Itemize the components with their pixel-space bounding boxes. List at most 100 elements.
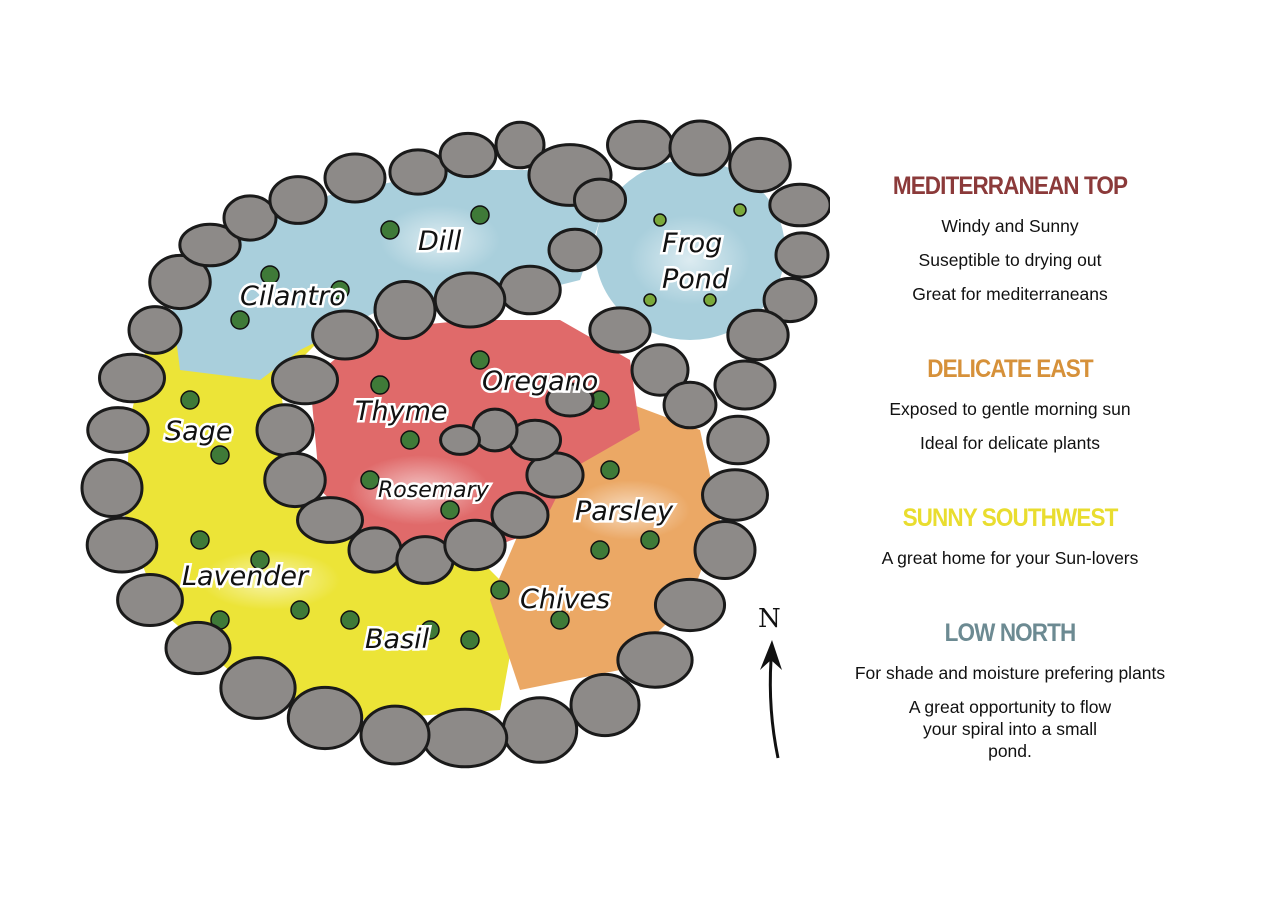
north-arrow: N [758, 604, 782, 759]
legend-title: MEDITERRANEAN TOP [892, 172, 1128, 200]
stone [588, 306, 652, 354]
stone [572, 177, 628, 223]
plant-sprig [470, 350, 490, 370]
legend-line: Suseptible to drying out [918, 250, 1102, 270]
plant-sprig [733, 203, 747, 217]
stone [421, 707, 509, 769]
stone [98, 352, 166, 404]
stone [498, 264, 562, 316]
plant-sprig [290, 600, 310, 620]
plant-sprig [420, 620, 440, 640]
stone [116, 573, 184, 627]
stone [178, 222, 242, 268]
stone [726, 308, 790, 362]
label-parsley: Parsley [575, 496, 674, 527]
plant-sprig [180, 390, 200, 410]
legend-line: A great opportunity to flow your spiral … [908, 697, 1112, 761]
stone [263, 451, 327, 509]
stone [438, 131, 498, 179]
stone [545, 382, 595, 418]
legend-line: Ideal for delicate plants [920, 433, 1100, 453]
label-rosemary: Rosemary [378, 478, 490, 503]
stone [373, 280, 437, 340]
stone [296, 496, 364, 544]
stone [85, 516, 159, 574]
legend-title: SUNNY SOUTHWEST [902, 504, 1119, 532]
plant-sprig [370, 375, 390, 395]
plant-sprig [703, 293, 717, 307]
legend-title: LOW NORTH [944, 619, 1077, 647]
legend-line: Exposed to gentle morning sun [889, 399, 1131, 419]
stone [359, 704, 431, 766]
plant-sprig [400, 430, 420, 450]
legend-line: Great for mediterraneans [912, 284, 1108, 304]
plant-sprig [260, 265, 280, 285]
plant-sprig [590, 540, 610, 560]
label-thyme: Thyme [355, 396, 448, 427]
plant-sprig [360, 470, 380, 490]
plant-sprig [643, 293, 657, 307]
stone [311, 309, 379, 361]
highlights [200, 205, 750, 610]
plant-sprig [600, 460, 620, 480]
zone-low-north [170, 170, 600, 380]
label-cilantro: Cilantro [240, 281, 346, 312]
stone [490, 491, 550, 539]
stone [80, 458, 144, 518]
legend-sunny-southwest: SUNNY SOUTHWEST A great home for your Su… [830, 504, 1190, 575]
legend-line: Windy and Sunny [941, 216, 1079, 236]
herb-spiral-illustration: Dill Cilantro Frog Pond Sage Thyme Orega… [80, 119, 830, 769]
stone [347, 526, 403, 574]
stone [668, 119, 732, 177]
stone [271, 354, 339, 406]
label-pond: Pond [662, 264, 730, 295]
plant-sprig [550, 610, 570, 630]
stone [501, 696, 579, 764]
stone [706, 414, 770, 466]
stone [701, 468, 769, 522]
stone [653, 577, 727, 633]
stone [323, 152, 387, 204]
plant-sprig [640, 530, 660, 550]
plant-sprig [190, 530, 210, 550]
plant-sprig [330, 280, 350, 300]
stone [569, 672, 641, 738]
plant-sprig [340, 610, 360, 630]
plant-sprig [440, 500, 460, 520]
stone [662, 380, 718, 430]
stone [219, 656, 297, 720]
zone-legend: MEDITERRANEAN TOP Windy and Sunny Susept… [830, 172, 1190, 806]
label-chives: Chives [520, 584, 610, 615]
legend-low-north: LOW NORTH For shade and moisture preferi… [830, 619, 1190, 762]
stone [164, 620, 232, 676]
plant-sprig [210, 445, 230, 465]
stone [439, 424, 481, 456]
stone [443, 518, 507, 572]
stone [494, 120, 546, 170]
label-lavender: Lavender [182, 561, 310, 592]
stone [433, 271, 507, 329]
plant-sprig [230, 310, 250, 330]
stone [728, 136, 792, 194]
label-oregano: Oregano [482, 366, 598, 397]
arrow-head-icon [760, 640, 782, 670]
legend-delicate-east: DELICATE EAST Exposed to gentle morning … [830, 355, 1190, 460]
stone [693, 520, 757, 580]
arrow-shaft [768, 659, 780, 759]
stone [606, 119, 674, 171]
stone [148, 253, 212, 311]
stone [774, 231, 830, 279]
plant-sprig [380, 220, 400, 240]
legend-mediterranean-top: MEDITERRANEAN TOP Windy and Sunny Susept… [830, 172, 1190, 311]
plant-sprig [250, 550, 270, 570]
plant-sprig [460, 630, 480, 650]
stone [762, 276, 818, 324]
plant-sprig [653, 213, 667, 227]
label-frog: Frog [662, 228, 722, 259]
plant-sprig [470, 205, 490, 225]
stone [286, 685, 364, 751]
stone [713, 359, 777, 411]
stone [127, 305, 183, 355]
stone [388, 148, 448, 196]
stone-walls [80, 119, 830, 769]
